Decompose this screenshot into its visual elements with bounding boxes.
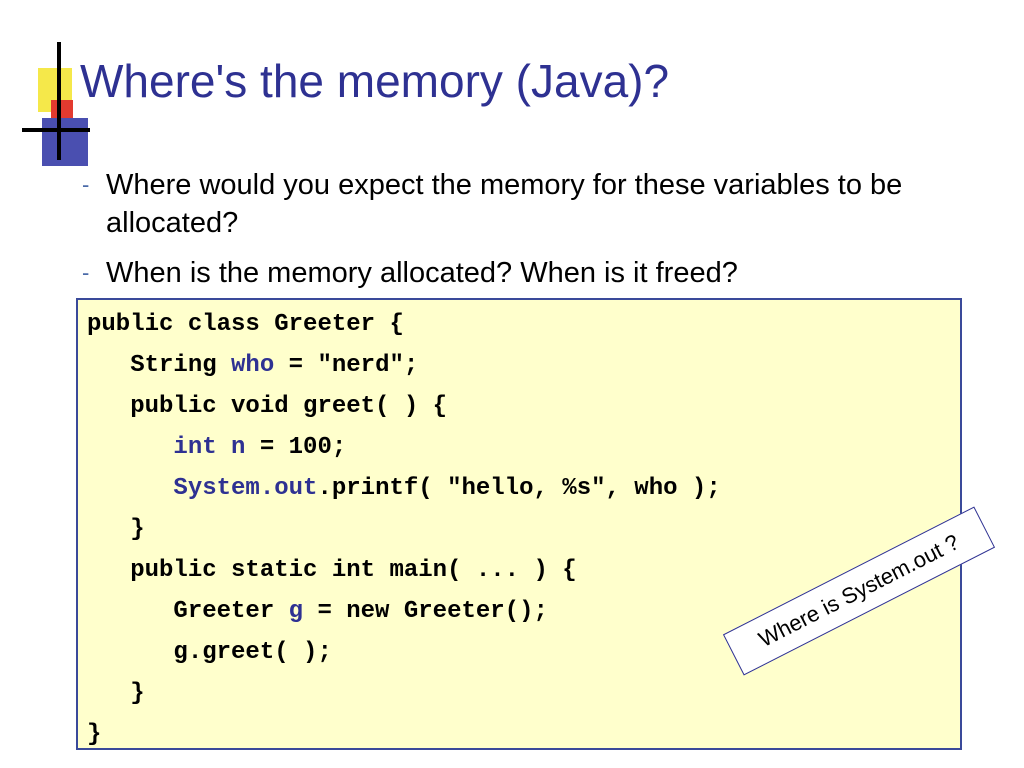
bullet-item: - When is the memory allocated? When is …	[82, 254, 942, 292]
code-line: g.greet( );	[87, 639, 332, 666]
slide-title: Where's the memory (Java)?	[80, 55, 670, 107]
code-keyword: System.out	[173, 475, 318, 502]
code-text	[87, 475, 173, 502]
code-line: int n = 100;	[87, 434, 346, 461]
code-text: String	[87, 352, 232, 379]
code-line: Greeter g = new Greeter();	[87, 598, 548, 625]
bullet-dash-icon: -	[82, 172, 90, 197]
code-line: }	[87, 516, 145, 543]
code-line: public static int main( ... ) {	[87, 557, 577, 584]
code-text: = new Greeter();	[303, 598, 548, 625]
logo-blue-square	[42, 118, 88, 166]
bullet-text: When is the memory allocated? When is it…	[106, 257, 738, 289]
code-line: }	[87, 721, 102, 748]
code-keyword: g	[288, 598, 304, 625]
code-line: public class Greeter {	[87, 311, 404, 338]
code-text	[87, 434, 173, 461]
code-text: = 100;	[245, 434, 347, 461]
bullet-item: - Where would you expect the memory for …	[82, 166, 942, 242]
bullet-list: - Where would you expect the memory for …	[82, 166, 942, 304]
code-line: System.out.printf( "hello, %s", who );	[87, 475, 721, 502]
code-line: public void greet( ) {	[87, 393, 448, 420]
code-text: Greeter	[87, 598, 289, 625]
code-line: }	[87, 680, 145, 707]
code-keyword: int n	[173, 434, 246, 461]
code-line: String who = "nerd";	[87, 352, 418, 379]
logo-horizontal-line	[22, 128, 90, 132]
code-block: public class Greeter { String who = "ner…	[87, 304, 721, 755]
code-text: = "nerd";	[274, 352, 419, 379]
logo-vertical-line	[57, 42, 61, 160]
code-keyword: who	[231, 352, 275, 379]
slide-logo	[0, 0, 120, 180]
bullet-text: Where would you expect the memory for th…	[106, 169, 903, 239]
code-text: .printf( "hello, %s", who );	[317, 475, 721, 502]
code-box: public class Greeter { String who = "ner…	[76, 298, 962, 750]
bullet-dash-icon: -	[82, 260, 90, 285]
